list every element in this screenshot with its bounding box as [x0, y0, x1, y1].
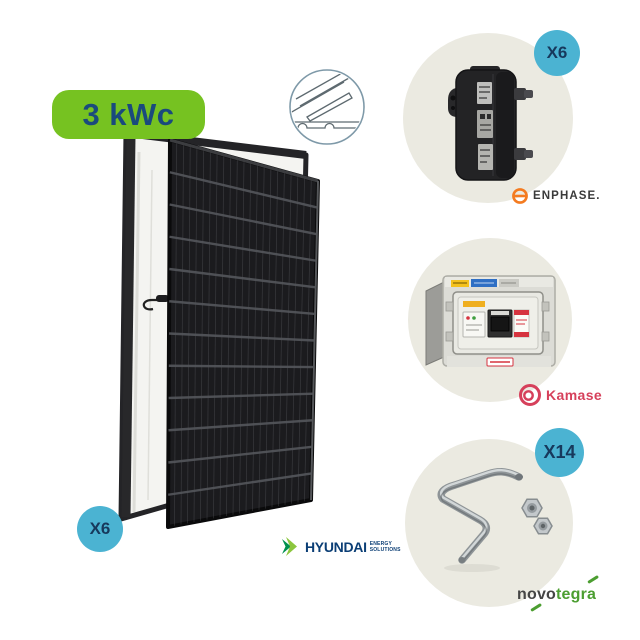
microinverter-count-label: X6: [546, 43, 568, 62]
protection-box-image: [425, 275, 556, 367]
solar-panel-image: [118, 129, 320, 529]
enphase-theta-icon: [512, 188, 528, 204]
enphase-wordmark: ENPHASE.: [533, 190, 601, 202]
microinverter-image: [448, 66, 533, 181]
panel-front: [166, 138, 320, 529]
power-badge: 3 kWc: [52, 90, 205, 139]
kamase-wordmark: Kamase: [546, 387, 603, 403]
hyundai-wordmark: HYUNDAI: [305, 538, 367, 555]
hook-count-label: X14: [543, 442, 576, 462]
product-circle-mounting-kit: [405, 439, 573, 607]
rail-profile-icon: [289, 69, 365, 145]
junction-cable: [142, 295, 169, 311]
hook-count-badge: X14: [535, 428, 584, 477]
flange-nut: [521, 498, 543, 518]
hyundai-arrow-icon: [282, 537, 297, 556]
flange-nut: [533, 517, 553, 535]
microinverter-count-badge: X6: [534, 30, 580, 76]
hyundai-sub-wordmark: ENERGY SOLUTIONS: [370, 541, 401, 553]
enphase-logo: ENPHASE.: [511, 187, 601, 205]
hyundai-sub-line1: ENERGY: [369, 540, 393, 547]
kamase-rings-icon: [519, 384, 541, 406]
panel-count-badge: X6: [77, 506, 123, 552]
power-badge-label: 3 kWc: [82, 96, 175, 132]
novotegra-logo: novotegra: [517, 586, 596, 604]
panel-count-label: X6: [89, 519, 111, 538]
kamase-logo: Kamase: [517, 382, 602, 408]
hyundai-sub-line2: SOLUTIONS: [369, 546, 401, 553]
roof-hook-image: [437, 468, 553, 572]
hyundai-logo: HYUNDAI ENERGY SOLUTIONS: [282, 537, 401, 556]
novotegra-wordmark-suffix: tegra: [556, 586, 597, 603]
novotegra-wordmark-prefix: novo: [517, 586, 557, 603]
